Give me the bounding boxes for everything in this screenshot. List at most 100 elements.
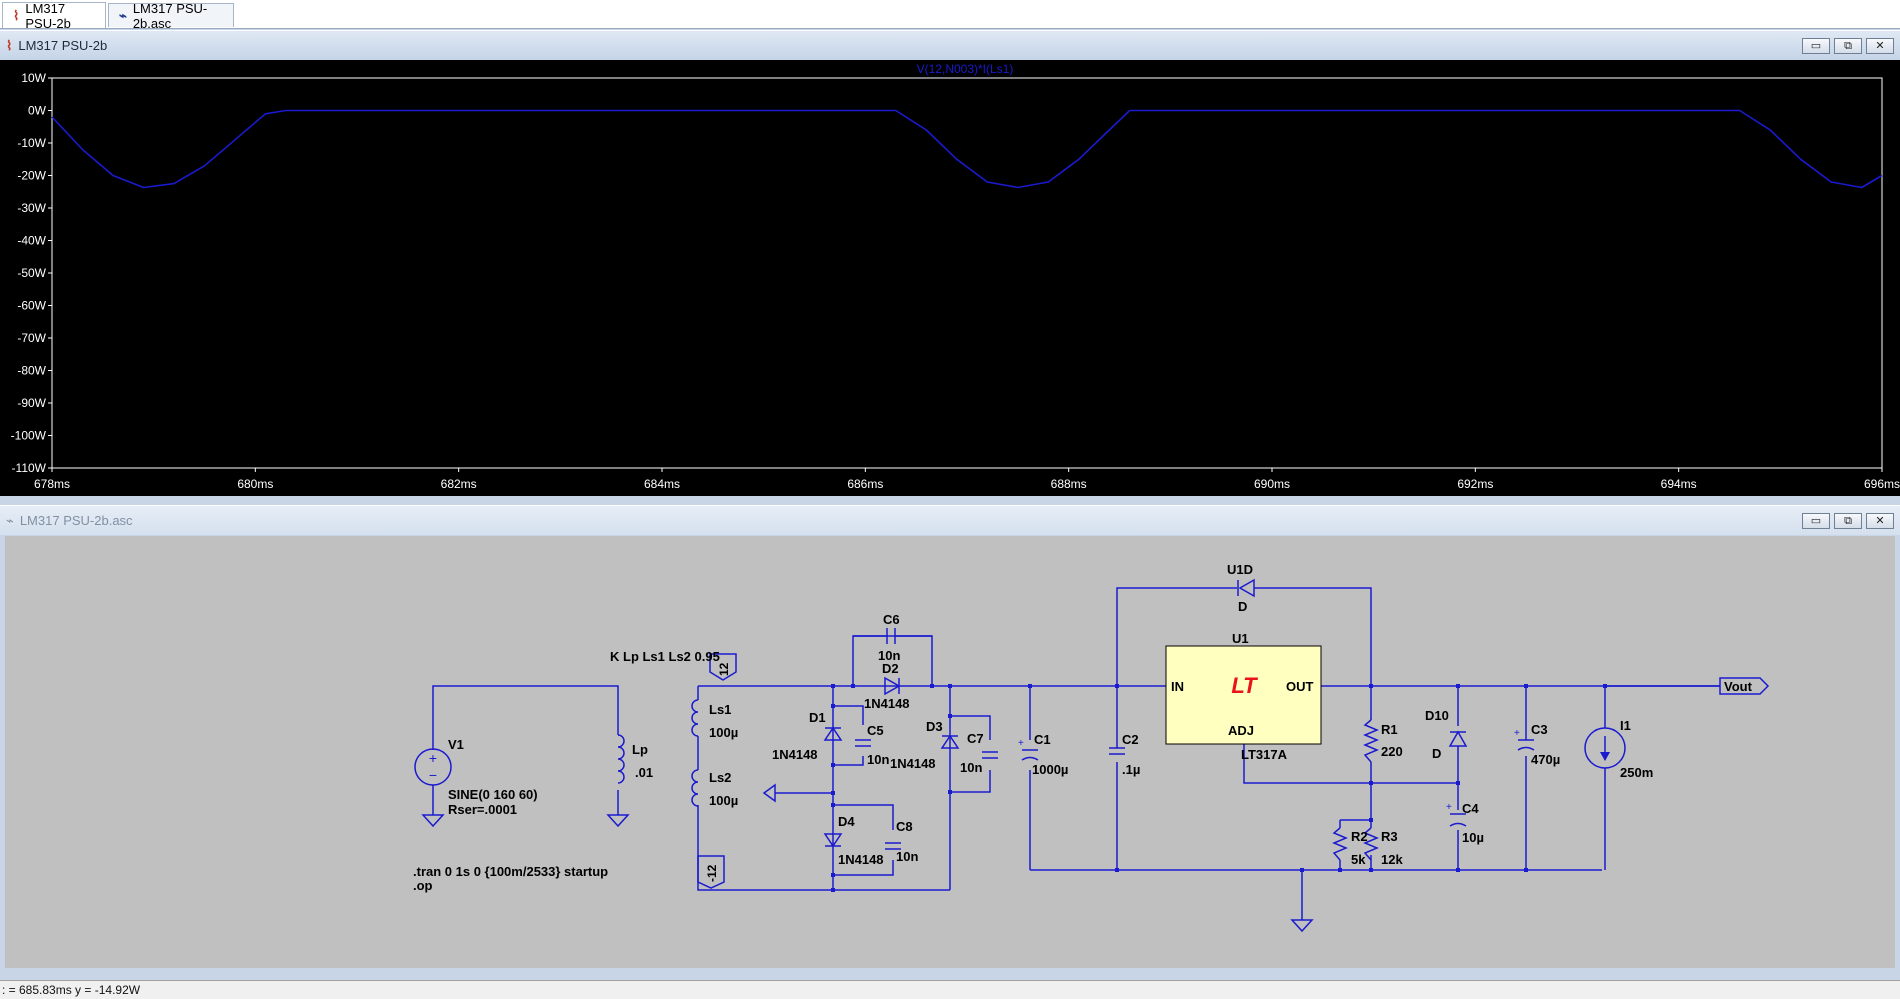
tab-schematic-label: LM317 PSU-2b.asc [132, 0, 208, 31]
minimize-button[interactable]: ▭ [1802, 513, 1830, 529]
inductors[interactable] [617, 699, 699, 807]
lp-label[interactable]: Lp [632, 742, 648, 757]
c1-label[interactable]: C1 [1034, 732, 1051, 747]
net-minus12-label[interactable]: -12 [705, 864, 719, 882]
x-tick-label: 682ms [441, 477, 477, 491]
c8-value[interactable]: 10n [896, 849, 918, 864]
u1-regulator-box[interactable] [1165, 645, 1322, 745]
c4-value[interactable]: 10µ [1462, 830, 1484, 845]
k-directive[interactable]: K Lp Ls1 Ls2 0.95 [610, 649, 720, 664]
ls2-value[interactable]: 100µ [709, 793, 738, 808]
svg-text:+: + [429, 750, 437, 766]
d3-label[interactable]: D3 [926, 719, 943, 734]
y-tick-label: -30W [17, 201, 46, 215]
d4-value[interactable]: 1N4148 [838, 852, 884, 867]
tab-schematic[interactable]: ⌁ LM317 PSU-2b.asc [108, 1, 234, 31]
lp-value[interactable]: .01 [635, 765, 653, 780]
c8-label[interactable]: C8 [896, 819, 913, 834]
diodes[interactable] [823, 578, 1468, 848]
wires [432, 587, 1720, 920]
status-bar: : = 685.83ms y = -14.92W [0, 980, 1900, 999]
waveform-chart[interactable]: 10W0W-10W-20W-30W-40W-50W-60W-70W-80W-90… [0, 60, 1900, 496]
r3-label[interactable]: R3 [1381, 829, 1398, 844]
r1-label[interactable]: R1 [1381, 722, 1398, 737]
y-tick-label: -10W [17, 136, 46, 150]
x-tick-label: 684ms [644, 477, 680, 491]
c5-label[interactable]: C5 [867, 723, 884, 738]
c2-label[interactable]: C2 [1122, 732, 1139, 747]
svg-text:+: + [1446, 802, 1452, 813]
c2-value[interactable]: .1µ [1122, 762, 1140, 777]
r1-value[interactable]: 220 [1381, 744, 1403, 759]
vout-label[interactable]: Vout [1724, 679, 1753, 694]
d10-value[interactable]: D [1432, 746, 1441, 761]
x-tick-label: 680ms [237, 477, 273, 491]
v1-rser[interactable]: Rser=.0001 [448, 802, 517, 817]
tran-directive[interactable]: .tran 0 1s 0 {100m/2533} startup [413, 864, 608, 879]
restore-button[interactable]: ⧉ [1834, 513, 1862, 529]
minimize-button[interactable]: ▭ [1802, 38, 1830, 54]
u1-value[interactable]: LT317A [1241, 747, 1288, 762]
ls1-label[interactable]: Ls1 [709, 702, 731, 717]
r3-value[interactable]: 12k [1381, 852, 1403, 867]
r2-label[interactable]: R2 [1351, 829, 1368, 844]
op-directive[interactable]: .op [413, 878, 433, 893]
resistors[interactable] [1332, 719, 1379, 870]
v1-value[interactable]: SINE(0 160 60) [448, 787, 538, 802]
trace-title[interactable]: V(12,N003)*I(Ls1) [917, 62, 1014, 76]
d1-value[interactable]: 1N4148 [772, 747, 818, 762]
x-tick-label: 686ms [847, 477, 883, 491]
schematic-icon: ⌁ [119, 7, 127, 23]
r2-value[interactable]: 5k [1351, 852, 1366, 867]
restore-button[interactable]: ⧉ [1834, 38, 1862, 54]
u1d-value[interactable]: D [1238, 599, 1247, 614]
tab-waveform[interactable]: ⌇ LM317 PSU-2b [2, 1, 106, 31]
i1-label[interactable]: I1 [1620, 718, 1631, 733]
d1-label[interactable]: D1 [809, 710, 826, 725]
schematic-window-titlebar[interactable]: ⌁ LM317 PSU-2b.asc ▭ ⧉ ✕ [0, 505, 1900, 535]
waveform-window: ⌇ LM317 PSU-2b ▭ ⧉ ✕ [0, 30, 1900, 498]
c1-value[interactable]: 1000µ [1032, 762, 1068, 777]
c5-value[interactable]: 10n [867, 752, 889, 767]
schematic-window-title: LM317 PSU-2b.asc [19, 513, 133, 528]
lt-logo-icon: LT [1231, 673, 1258, 698]
d10-label[interactable]: D10 [1425, 708, 1449, 723]
d4-label[interactable]: D4 [838, 814, 855, 829]
net-12-label[interactable]: 12 [717, 662, 731, 676]
i1-current-source-symbol[interactable] [1584, 727, 1626, 769]
i1-value[interactable]: 250m [1620, 765, 1653, 780]
trace-series [51, 109, 1883, 189]
d2-label[interactable]: D2 [882, 661, 899, 676]
c6-label[interactable]: C6 [883, 612, 900, 627]
waveform-icon: ⌇ [13, 7, 20, 23]
u1-label[interactable]: U1 [1232, 631, 1249, 646]
y-tick-label: -90W [17, 396, 46, 410]
x-tick-label: 690ms [1254, 477, 1290, 491]
d3-value[interactable]: 1N4148 [890, 756, 936, 771]
close-button[interactable]: ✕ [1866, 38, 1894, 54]
c3-label[interactable]: C3 [1531, 722, 1548, 737]
c6-value[interactable]: 10n [878, 648, 900, 663]
c3-value[interactable]: 470µ [1531, 752, 1560, 767]
waveform-window-titlebar[interactable]: ⌇ LM317 PSU-2b ▭ ⧉ ✕ [0, 30, 1900, 60]
u1d-label[interactable]: U1D [1227, 562, 1253, 577]
schematic-drawing[interactable]: + − [5, 536, 1895, 968]
d2-value[interactable]: 1N4148 [864, 696, 910, 711]
v1-label[interactable]: V1 [448, 737, 464, 752]
y-axis: 10W0W-10W-20W-30W-40W-50W-60W-70W-80W-90… [11, 71, 52, 475]
v1-source-symbol[interactable]: + − [414, 748, 452, 786]
ls2-label[interactable]: Ls2 [709, 770, 731, 785]
x-tick-label: 688ms [1051, 477, 1087, 491]
schematic-canvas[interactable]: + − [5, 536, 1895, 968]
ls1-value[interactable]: 100µ [709, 725, 738, 740]
c4-label[interactable]: C4 [1462, 801, 1479, 816]
plot-frame [51, 77, 1883, 469]
capacitors[interactable] [853, 628, 1535, 850]
c7-label[interactable]: C7 [967, 731, 984, 746]
close-button[interactable]: ✕ [1866, 513, 1894, 529]
trace-line[interactable] [51, 109, 1883, 189]
waveform-window-title: LM317 PSU-2b [18, 38, 108, 53]
c7-value[interactable]: 10n [960, 760, 982, 775]
